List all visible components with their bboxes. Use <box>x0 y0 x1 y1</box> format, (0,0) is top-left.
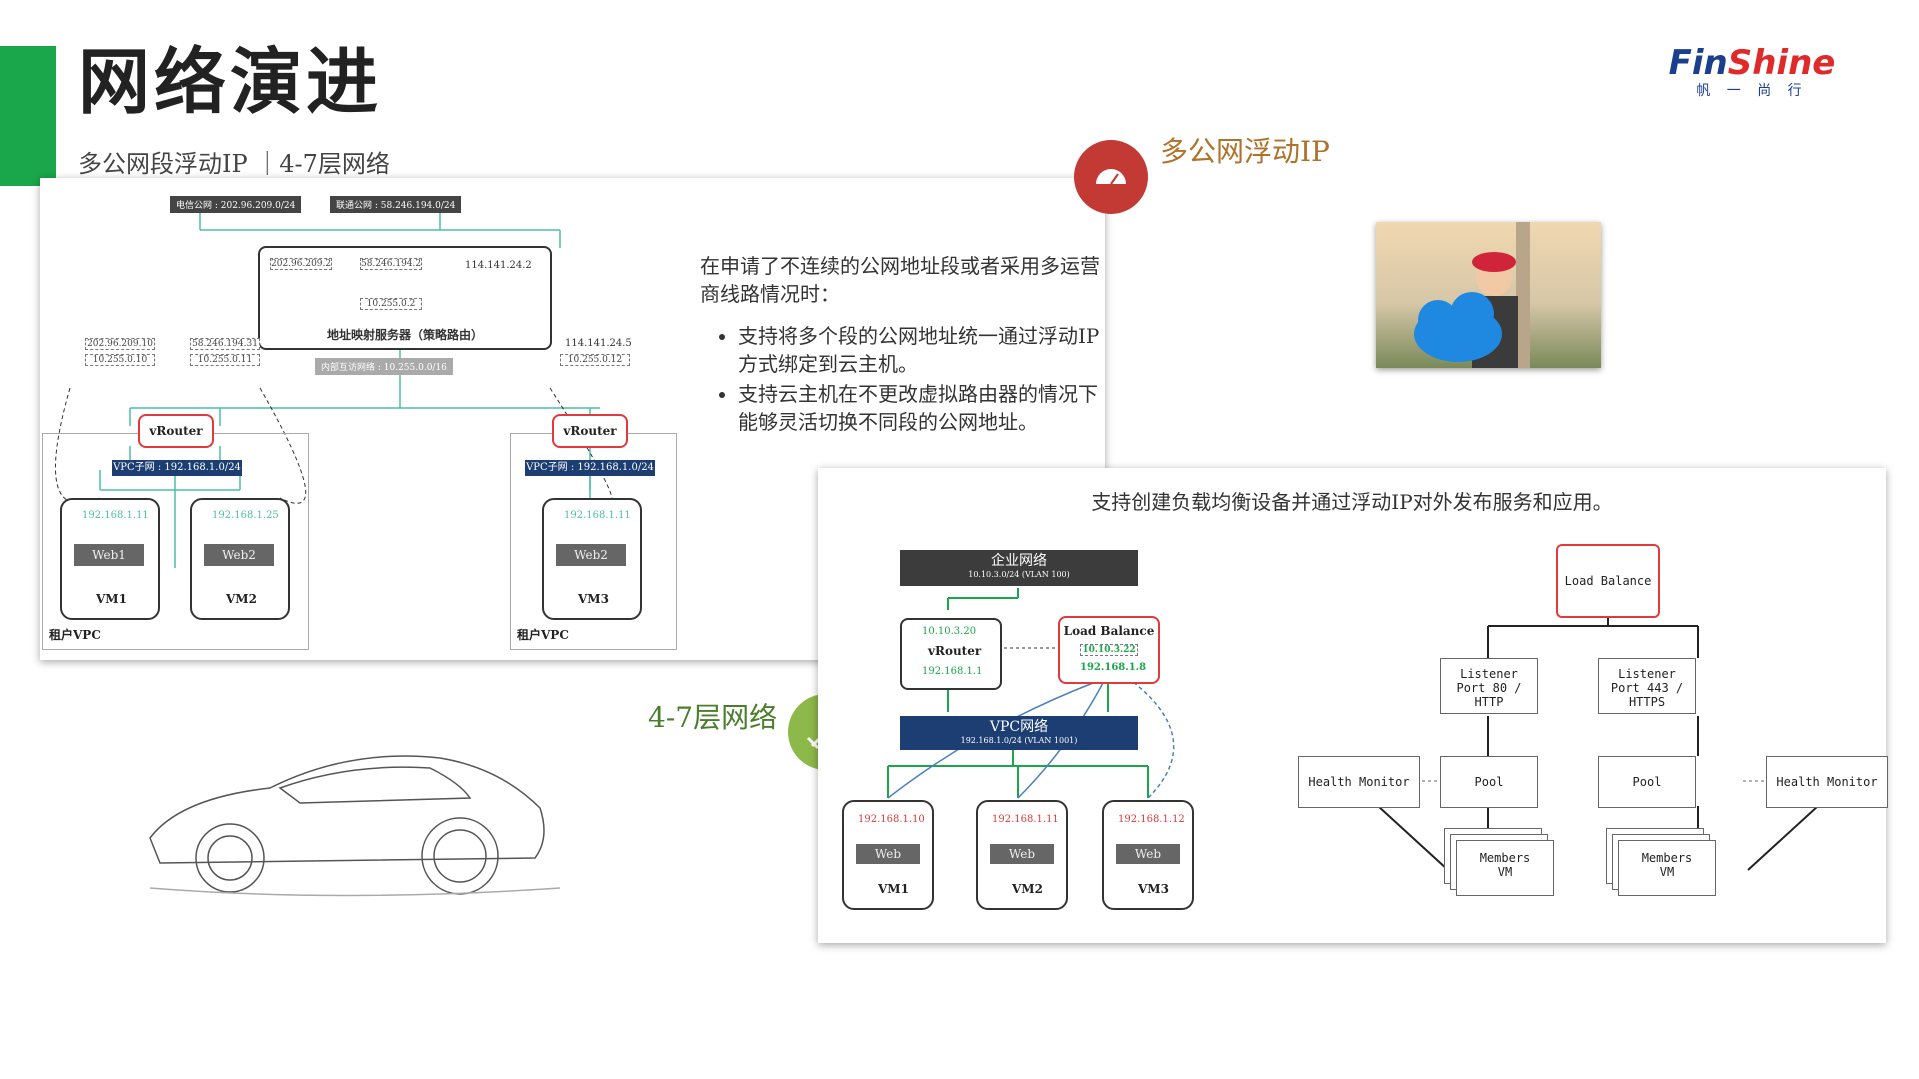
lb-vm1-label: VM1 <box>878 882 909 896</box>
logo-shine-text: Shine <box>1727 43 1836 83</box>
map-inner-ip: 10.255.0.2 <box>360 298 422 310</box>
lb-router-ip2: 192.168.1.1 <box>922 666 983 677</box>
lb-router-ip1: 10.10.3.20 <box>922 626 977 637</box>
lb-router-label: vRouter <box>928 644 982 658</box>
lb-device-box: Load Balance 10.10.3.22 192.168.1.8 <box>1058 616 1160 684</box>
flow-pool-1: Pool <box>1440 756 1538 808</box>
flow-members-1-vm: VM <box>1497 865 1513 879</box>
page-title: 网络演进 <box>78 40 383 124</box>
flow-listener-2-label: Listener <box>1618 667 1676 681</box>
map-ip-3: 114.141.24.2 <box>465 260 532 271</box>
vm1-label: VM1 <box>96 592 127 606</box>
floating-ip-diagram: 电信公网 : 202.96.209.0/24 联通公网 : 58.246.194… <box>40 178 1105 660</box>
enterprise-subnet: 10.10.3.0/24 (VLAN 100) <box>968 570 1070 579</box>
lb-vm1-ip: 192.168.1.10 <box>858 814 925 825</box>
lb-caption: 支持创建负载均衡设备并通过浮动IP对外发布服务和应用。 <box>1091 490 1613 514</box>
vm2-ip: 192.168.1.25 <box>212 510 279 521</box>
lb-vm3-ip: 192.168.1.12 <box>1118 814 1185 825</box>
woman-cloud-photo <box>1376 222 1601 368</box>
fip-1a: 202.96.209.10 <box>85 338 155 350</box>
fip-1b: 10.255.0.10 <box>85 354 155 366</box>
desc-intro: 在申请了不连续的公网地址段或者采用多运营商线路情况时： <box>700 254 1100 306</box>
flow-members-2-vm: VM <box>1659 865 1675 879</box>
vm3-ip: 192.168.1.11 <box>564 510 631 521</box>
telecom-tag: 电信公网 : 202.96.209.0/24 <box>170 196 302 213</box>
lb-vm3-web: Web <box>1116 844 1180 864</box>
lb-vpc-network: VPC网络 192.168.1.0/24 (VLAN 1001) <box>900 716 1138 750</box>
flow-members-2: Members VM <box>1618 840 1716 896</box>
lb-ip2: 192.168.1.8 <box>1080 662 1147 673</box>
lb-vrouter-box: 10.10.3.20 vRouter 192.168.1.1 <box>900 618 1002 690</box>
accent-bar <box>0 46 56 186</box>
logo-cn-text: 帆 一 尚 行 <box>1696 83 1808 99</box>
lb-vpc-label: VPC网络 <box>989 719 1049 735</box>
vm1-box: 192.168.1.11 Web1 VM1 <box>60 498 160 620</box>
lb-vm3-label: VM3 <box>1138 882 1169 896</box>
desc-bullet-2: 支持云主机在不更改虚拟路由器的情况下能够灵活切换不同段的公网地址。 <box>738 380 1100 436</box>
floating-ip-description: 在申请了不连续的公网地址段或者采用多运营商线路情况时： 支持将多个段的公网地址统… <box>700 252 1100 438</box>
web1-label: Web1 <box>74 544 144 566</box>
car-sketch-image <box>140 728 561 928</box>
lb-vm3-box: 192.168.1.12 Web VM3 <box>1102 800 1194 910</box>
enterprise-network: 企业网络 10.10.3.0/24 (VLAN 100) <box>900 550 1138 586</box>
map-ip-1: 202.96.209.2 <box>270 258 332 270</box>
lb-vm2-label: VM2 <box>1012 882 1043 896</box>
vm2-box: 192.168.1.25 Web2 VM2 <box>190 498 290 620</box>
vpc-subnet-2: VPC子网 : 192.168.1.0/24 <box>525 460 655 476</box>
flow-members-1: Members VM <box>1456 840 1554 896</box>
flow-lb-box: Load Balance <box>1556 544 1660 618</box>
vpc-subnet-1: VPC子网 : 192.168.1.0/24 <box>112 460 242 476</box>
flow-listener-2-port: Port 443 / HTTPS <box>1610 681 1684 709</box>
unicom-tag: 联通公网 : 58.246.194.0/24 <box>330 196 462 213</box>
map-ip-2: 58.246.194.2 <box>360 258 422 270</box>
lb-device-label: Load Balance <box>1063 624 1155 638</box>
map-label: 地址映射服务器（策略路由） <box>326 328 483 342</box>
internal-network: 内部互访网络 : 10.255.0.0/16 <box>315 358 453 375</box>
fip-3a: 114.141.24.5 <box>565 338 632 349</box>
speedometer-icon <box>1074 140 1148 214</box>
vrouter-2: vRouter <box>552 414 628 448</box>
lb-vm1-web: Web <box>856 844 920 864</box>
flow-health-monitor-1: Health Monitor <box>1298 756 1420 808</box>
lb-vm1-box: 192.168.1.10 Web VM1 <box>842 800 934 910</box>
flow-members-1-label: Members <box>1479 851 1531 865</box>
flow-health-monitor-2: Health Monitor <box>1766 756 1888 808</box>
fip-3b: 10.255.0.12 <box>560 354 630 366</box>
lb-vm2-web: Web <box>990 844 1054 864</box>
flow-pool-2: Pool <box>1598 756 1696 808</box>
lb-vpc-subnet: 192.168.1.0/24 (VLAN 1001) <box>960 736 1078 745</box>
lb-vm2-ip: 192.168.1.11 <box>992 814 1059 825</box>
desc-bullet-1: 支持将多个段的公网地址统一通过浮动IP方式绑定到云主机。 <box>738 322 1100 378</box>
page-subtitle: 多公网段浮动IP ｜4-7层网络 <box>78 150 390 178</box>
vm1-ip: 192.168.1.11 <box>82 510 149 521</box>
flow-listener-1-label: Listener <box>1460 667 1518 681</box>
vm3-box: 192.168.1.11 Web2 VM3 <box>542 498 642 620</box>
load-balance-panel: 支持创建负载均衡设备并通过浮动IP对外发布服务和应用。 企业网络 10.10.3… <box>818 468 1888 943</box>
section-label-l4-l7: 4-7层网络 <box>648 701 778 734</box>
logo-fin-text: Fin <box>1668 43 1728 83</box>
lb-ip1: 10.10.3.22 <box>1080 644 1138 656</box>
vm3-label: VM3 <box>578 592 609 606</box>
vrouter-1: vRouter <box>138 414 214 448</box>
vm2-label: VM2 <box>226 592 257 606</box>
fip-2a: 58.246.194.31 <box>190 338 260 350</box>
section-label-floating-ip: 多公网浮动IP <box>1160 135 1330 168</box>
lb-vm2-box: 192.168.1.11 Web VM2 <box>976 800 1068 910</box>
fip-2b: 10.255.0.11 <box>190 354 260 366</box>
address-mapping-server: 202.96.209.2 58.246.194.2 114.141.24.2 1… <box>258 246 552 350</box>
flow-listener-1: Listener Port 80 / HTTP <box>1440 658 1538 714</box>
brand-logo: FinShine 帆 一 尚 行 <box>1657 46 1847 100</box>
web3-label: Web2 <box>556 544 626 566</box>
tenant-vpc-1-label: 租户VPC <box>49 628 101 642</box>
flow-members-2-label: Members <box>1641 851 1693 865</box>
web2-label: Web2 <box>204 544 274 566</box>
flow-listener-1-port: Port 80 / HTTP <box>1456 681 1522 709</box>
enterprise-label: 企业网络 <box>991 553 1047 569</box>
flow-listener-2: Listener Port 443 / HTTPS <box>1598 658 1696 714</box>
tenant-vpc-2-label: 租户VPC <box>517 628 569 642</box>
